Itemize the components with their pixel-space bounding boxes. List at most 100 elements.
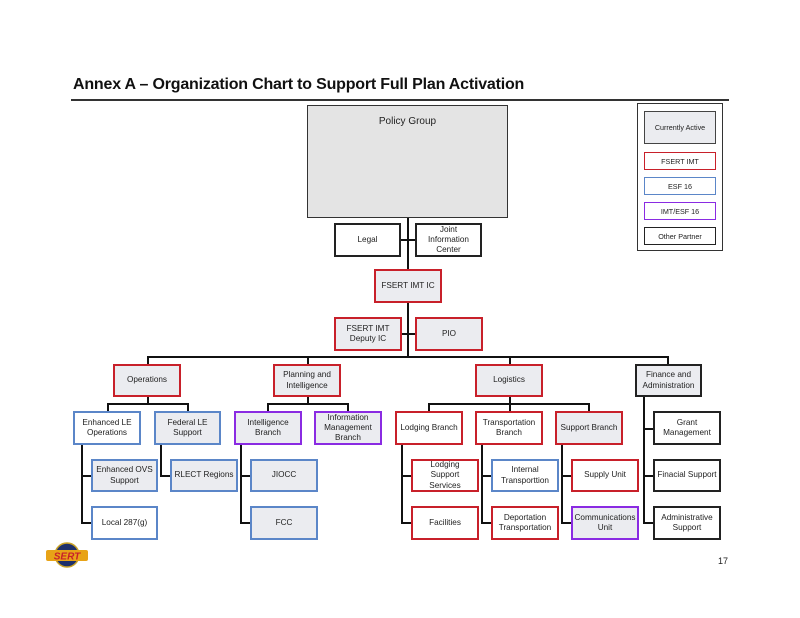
jiocc-node: JIOCC [250, 459, 318, 492]
ele-spine [81, 444, 83, 523]
plan-drop-right [347, 403, 349, 412]
comm-unit-label: Communications Unit [574, 512, 636, 532]
log-drop [509, 396, 511, 404]
info-mgmt-branch-label: Information Management Branch [324, 412, 372, 443]
drop-operations [147, 356, 149, 366]
logistics-node: Logistics [475, 364, 543, 397]
legend-label: FSERT IMT [661, 156, 699, 166]
legend-fsert-imt: FSERT IMT [644, 152, 716, 170]
policy-group-label: Policy Group [378, 116, 437, 127]
grant-mgmt-node: Grant Management [653, 411, 721, 445]
drop-planning [307, 356, 309, 366]
local-287g-label: Local 287(g) [101, 517, 148, 527]
legal-jic-line [401, 239, 415, 241]
fsert-ic-node: FSERT IMT IC [374, 269, 442, 303]
local-287g-node: Local 287(g) [91, 506, 158, 540]
transport-tick1 [481, 475, 491, 477]
enhanced-ovs-node: Enhanced OVS Support [91, 459, 158, 492]
sert-logo-icon: SERT [46, 542, 88, 568]
jic-node: Joint Information Center [415, 223, 482, 257]
drop-finance [667, 356, 669, 366]
log-drop-left [428, 403, 430, 412]
legend-label: Other Partner [658, 231, 702, 241]
support-tick1 [561, 475, 571, 477]
intel-branch-node: Intelligence Branch [234, 411, 302, 445]
planning-node: Planning and Intelligence [273, 364, 341, 397]
log-drop-right [588, 403, 590, 412]
operations-label: Operations [126, 375, 168, 385]
federal-le-support-node: Federal LE Support [154, 411, 221, 445]
deputy-pio-line [401, 333, 415, 335]
ops-drop-right [187, 403, 189, 412]
intel-jiocc-tick [240, 475, 250, 477]
plan-drop [307, 396, 309, 404]
pio-label: PIO [441, 328, 457, 338]
support-branch-node: Support Branch [555, 411, 623, 445]
legend-label: IMT/ESF 16 [660, 206, 700, 216]
finance-node: Finance and Administration [635, 364, 702, 397]
section-bus-line [147, 356, 669, 358]
ele-287-tick [81, 522, 91, 524]
fcc-label: FCC [275, 517, 293, 527]
operations-node: Operations [113, 364, 181, 397]
intel-spine [240, 444, 242, 523]
logo-text: SERT [54, 552, 81, 563]
lodging-branch-node: Lodging Branch [395, 411, 463, 445]
internal-transport-label: Internal Transporttion [501, 465, 549, 485]
transportation-branch-label: Transportation Branch [482, 417, 536, 437]
plan-bus [267, 403, 349, 405]
fle-spine [160, 444, 162, 477]
legend-other-partner: Other Partner [644, 227, 716, 245]
financial-support-node: Finacial Support [653, 459, 721, 492]
finance-label: Finance and Administration [642, 370, 695, 390]
finance-spine [643, 396, 645, 523]
rlect-regions-node: RLECT Regions [170, 459, 238, 492]
supply-unit-node: Supply Unit [571, 459, 639, 492]
transportation-branch-node: Transportation Branch [475, 411, 543, 445]
grant-mgmt-label: Grant Management [663, 417, 711, 437]
enhanced-le-ops-label: Enhanced LE Operations [82, 417, 132, 437]
page-title: Annex A – Organization Chart to Support … [73, 76, 525, 93]
transport-spine [481, 444, 483, 523]
ops-drop-left [107, 403, 109, 412]
fcc-node: FCC [250, 506, 318, 540]
lodging-branch-label: Lodging Branch [400, 422, 458, 432]
intel-fcc-tick [240, 522, 250, 524]
support-spine [561, 444, 563, 523]
page-number: 17 [718, 556, 729, 566]
planning-label: Planning and Intelligence [283, 370, 331, 390]
deputy-ic-label: FSERT IMT Deputy IC [346, 323, 390, 343]
comm-unit-node: Communications Unit [571, 506, 639, 540]
finance-tick3 [643, 522, 653, 524]
policy-group-node: Policy Group [307, 105, 508, 218]
legend-label: Currently Active [654, 123, 706, 132]
log-drop-mid [509, 403, 511, 412]
facilities-label: Facilities [429, 517, 461, 527]
lodging-spine [401, 444, 403, 523]
legend: Currently Active FSERT IMT ESF 16 IMT/ES… [637, 103, 723, 251]
enhanced-ovs-label: Enhanced OVS Support [96, 465, 153, 485]
intel-branch-label: Intelligence Branch [247, 417, 289, 437]
fle-rlect-tick [160, 475, 170, 477]
pio-node: PIO [415, 317, 483, 351]
fsert-ic-label: FSERT IMT IC [381, 280, 435, 290]
logistics-label: Logistics [493, 375, 525, 385]
ops-bus [107, 403, 189, 405]
lodging-tick2 [401, 522, 411, 524]
legend-currently-active: Currently Active [644, 111, 716, 144]
plan-drop-left [267, 403, 269, 412]
deportation-transport-node: Deportation Transportation [491, 506, 559, 540]
ops-drop [147, 396, 149, 404]
transport-tick2 [481, 522, 491, 524]
admin-support-label: Administrative Support [661, 512, 713, 532]
legend-esf16: ESF 16 [644, 177, 716, 195]
finance-tick1 [643, 428, 653, 430]
legal-node: Legal [334, 223, 401, 257]
financial-support-label: Finacial Support [657, 470, 717, 480]
deportation-transport-label: Deportation Transportation [498, 512, 552, 532]
legend-label: ESF 16 [668, 181, 692, 191]
title-divider [71, 99, 729, 101]
info-mgmt-branch-node: Information Management Branch [314, 411, 382, 445]
jic-label: Joint Information Center [428, 224, 469, 255]
admin-support-node: Administrative Support [653, 506, 721, 540]
